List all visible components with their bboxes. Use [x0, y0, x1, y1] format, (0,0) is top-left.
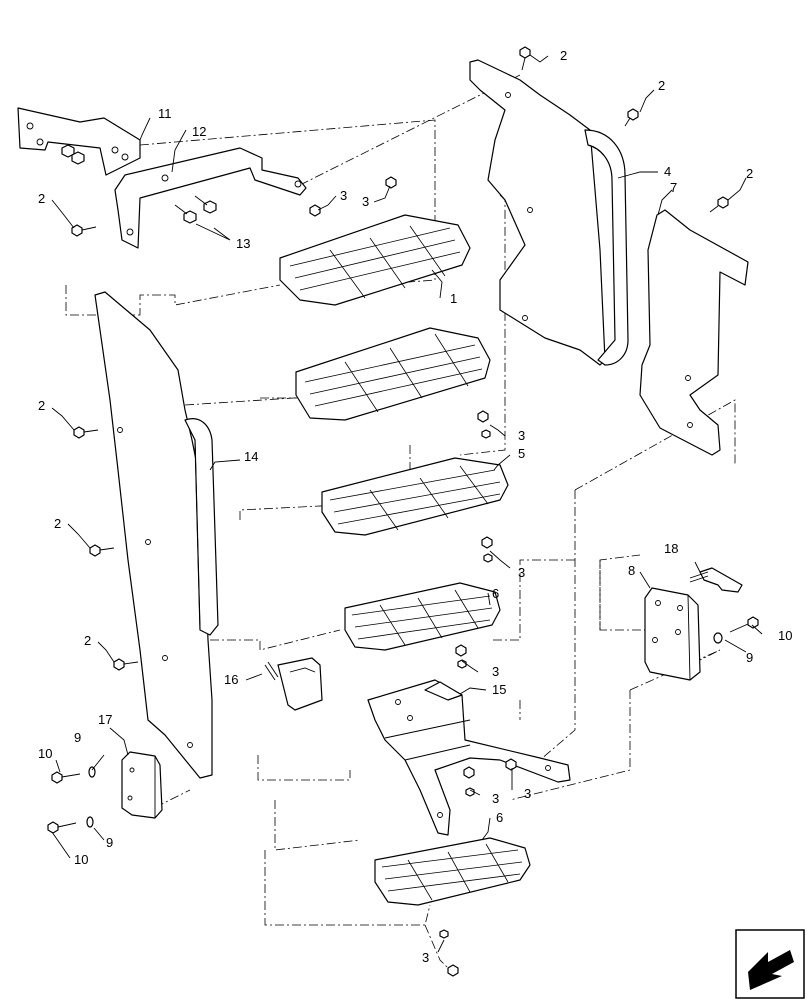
right-shield-part-7 — [639, 209, 749, 456]
callout-3: 3 — [422, 950, 429, 965]
bolt-part-13 — [174, 195, 217, 224]
callout-6: 6 — [492, 586, 499, 601]
callout-2: 2 — [54, 516, 61, 531]
callout-13: 13 — [236, 236, 250, 251]
callout-2: 2 — [560, 48, 567, 63]
upper-shield-part-4 — [469, 59, 629, 366]
callout-16: 16 — [224, 672, 238, 687]
callout-9: 9 — [74, 730, 81, 745]
fasteners — [47, 46, 759, 977]
step-treads — [279, 214, 531, 906]
callout-2: 2 — [38, 191, 45, 206]
callout-8: 8 — [628, 563, 635, 578]
callout-9: 9 — [746, 650, 753, 665]
callout-3: 3 — [362, 194, 369, 209]
step-tread-part-5 — [321, 457, 509, 536]
plate-part-17 — [121, 751, 163, 819]
callout-14: 14 — [244, 449, 258, 464]
callout-3: 3 — [518, 428, 525, 443]
callout-12: 12 — [192, 124, 206, 139]
callout-15: 15 — [492, 682, 506, 697]
bracket-part-11 — [17, 107, 141, 176]
callout-4: 4 — [664, 164, 671, 179]
callout-2: 2 — [746, 166, 753, 181]
step-tread-part-1-upper — [279, 214, 471, 306]
callout-3: 3 — [524, 786, 531, 801]
callout-6: 6 — [496, 810, 503, 825]
plate-part-16 — [277, 657, 323, 711]
callout-3: 3 — [492, 791, 499, 806]
callout-3: 3 — [518, 565, 525, 580]
callout-2: 2 — [84, 633, 91, 648]
bracket-part-12 — [114, 147, 307, 249]
callout-2: 2 — [658, 78, 665, 93]
callout-7: 7 — [670, 180, 677, 195]
callout-10: 10 — [778, 628, 792, 643]
callout-labels: 2 2 2 2 2 2 2 3 3 3 3 3 3 3 3 1 4 7 5 6 … — [38, 48, 792, 965]
step-tread-part-1-lower — [295, 327, 491, 421]
side-panel-part-14 — [94, 291, 219, 779]
bracket-part-18 — [699, 567, 743, 593]
callout-3: 3 — [492, 664, 499, 679]
callout-2: 2 — [38, 398, 45, 413]
callout-10: 10 — [38, 746, 52, 761]
exploded-view-arrow-icon — [735, 929, 805, 999]
leader-lines — [51, 54, 763, 953]
callout-11: 11 — [158, 106, 172, 121]
callout-17: 17 — [98, 712, 112, 727]
step-frame-part-15 — [367, 679, 571, 836]
callout-10: 10 — [74, 852, 88, 867]
callout-9: 9 — [106, 835, 113, 850]
callout-18: 18 — [664, 541, 678, 556]
step-tread-part-6-lower — [374, 837, 531, 906]
callout-5: 5 — [518, 446, 525, 461]
callout-1: 1 — [450, 291, 457, 306]
callout-3: 3 — [340, 188, 347, 203]
step-tread-part-6-upper — [344, 582, 501, 651]
assembly-lines — [65, 74, 736, 971]
plate-part-8 — [644, 587, 701, 681]
